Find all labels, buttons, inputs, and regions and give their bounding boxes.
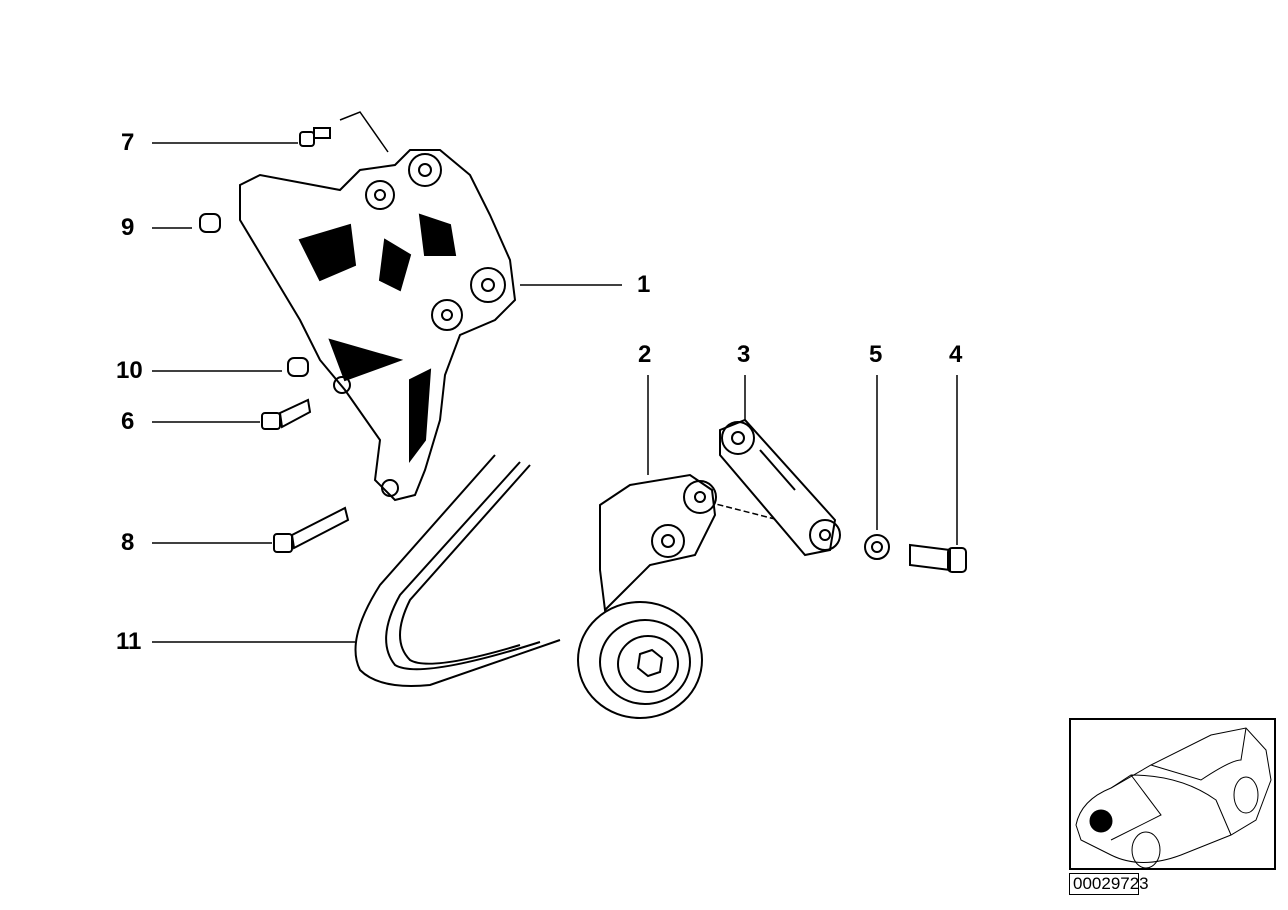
callout-8: 8 xyxy=(121,529,135,556)
callout-11: 11 xyxy=(116,628,142,655)
callout-2: 2 xyxy=(638,341,652,368)
tensioner-arm-part-2 xyxy=(577,473,717,719)
sleeve-part-9 xyxy=(199,213,221,233)
callout-9: 9 xyxy=(121,214,135,241)
vehicle-locator-inset xyxy=(1069,718,1276,870)
hydraulic-damper-part-3 xyxy=(719,418,841,557)
callout-5: 5 xyxy=(869,341,883,368)
diagram-reference-number: 00029723 xyxy=(1069,873,1149,895)
callout-1: 1 xyxy=(637,271,651,298)
ribbed-belt-part-11 xyxy=(354,454,561,687)
car-front-locator-icon xyxy=(1075,727,1272,869)
bracket-part-1 xyxy=(239,149,517,502)
bolt-part-4 xyxy=(909,543,967,573)
sleeve-part-10 xyxy=(287,357,309,377)
callout-7: 7 xyxy=(121,129,135,156)
washer-part-5 xyxy=(864,534,890,560)
bolt-part-6 xyxy=(261,398,312,430)
bolt-part-7 xyxy=(299,127,331,147)
callout-6: 6 xyxy=(121,408,135,435)
bolt-part-8 xyxy=(273,506,350,553)
callout-3: 3 xyxy=(737,341,751,368)
callout-10: 10 xyxy=(116,357,143,384)
callout-4: 4 xyxy=(949,341,963,368)
